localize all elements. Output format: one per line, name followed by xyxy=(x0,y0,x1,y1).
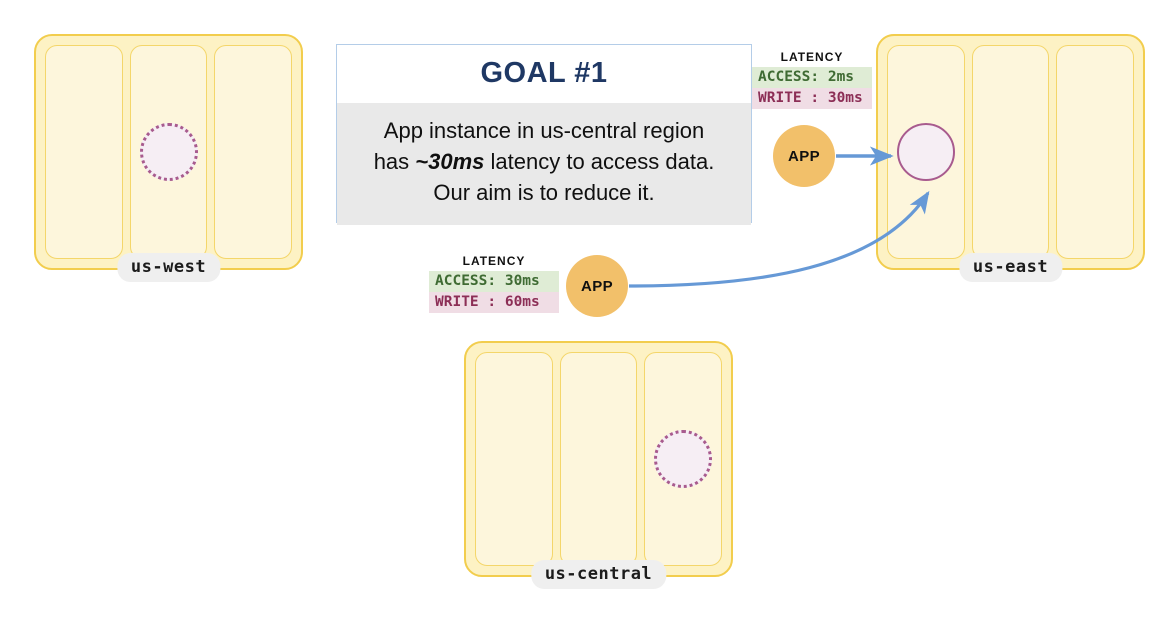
goal-body-line-2-prefix: has xyxy=(373,149,416,175)
zone-us-east-2[interactable] xyxy=(971,45,1050,259)
latency-title-us-east: LATENCY xyxy=(780,50,844,64)
replica-us-central[interactable] xyxy=(654,430,713,488)
goal-body-line-1: App instance in us-central region xyxy=(383,118,705,143)
goal-body-line-2-suffix: latency to access data. xyxy=(484,149,715,175)
zone-us-east-1[interactable] xyxy=(887,45,965,259)
latency-write-us-central: WRITE : 60ms xyxy=(429,292,559,313)
region-us-central[interactable]: us-central xyxy=(464,341,733,589)
latency-panel-us-east: LATENCY ACCESS: 2ms WRITE : 30ms xyxy=(752,50,872,109)
app-node-us-central-label: APP xyxy=(580,277,614,295)
replica-us-east-primary[interactable] xyxy=(896,123,955,181)
app-node-us-east[interactable]: APP xyxy=(773,125,835,187)
replica-us-west[interactable] xyxy=(139,123,198,181)
latency-access-us-east: ACCESS: 2ms xyxy=(752,67,872,88)
goal-body: App instance in us-central region has ~3… xyxy=(337,103,751,225)
goal-callout: GOAL #1 App instance in us-central regio… xyxy=(336,44,752,225)
goal-body-highlight: ~30ms xyxy=(415,149,485,175)
app-node-us-east-label: APP xyxy=(787,147,821,165)
zone-us-west-1[interactable] xyxy=(45,45,123,259)
latency-panel-us-central: LATENCY ACCESS: 30ms WRITE : 60ms xyxy=(429,254,559,313)
latency-write-us-east: WRITE : 30ms xyxy=(752,88,872,109)
region-label-us-west: us-west xyxy=(116,253,221,282)
region-us-west[interactable]: us-west xyxy=(34,34,303,282)
app-node-us-central[interactable]: APP xyxy=(566,255,628,317)
zone-us-central-2[interactable] xyxy=(559,352,638,566)
region-us-east[interactable]: us-east xyxy=(876,34,1145,282)
latency-title-us-central: LATENCY xyxy=(462,254,526,268)
zone-us-west-3[interactable] xyxy=(214,45,293,259)
zone-us-west-2[interactable] xyxy=(129,45,208,259)
zone-us-central-1[interactable] xyxy=(475,352,553,566)
latency-access-us-central: ACCESS: 30ms xyxy=(429,271,559,292)
region-label-us-east: us-east xyxy=(958,253,1063,282)
goal-body-line-3: Our aim is to reduce it. xyxy=(433,180,655,206)
zone-us-east-3[interactable] xyxy=(1056,45,1135,259)
region-label-us-central: us-central xyxy=(530,560,667,589)
zone-us-central-3[interactable] xyxy=(644,352,723,566)
goal-title: GOAL #1 xyxy=(337,45,751,103)
